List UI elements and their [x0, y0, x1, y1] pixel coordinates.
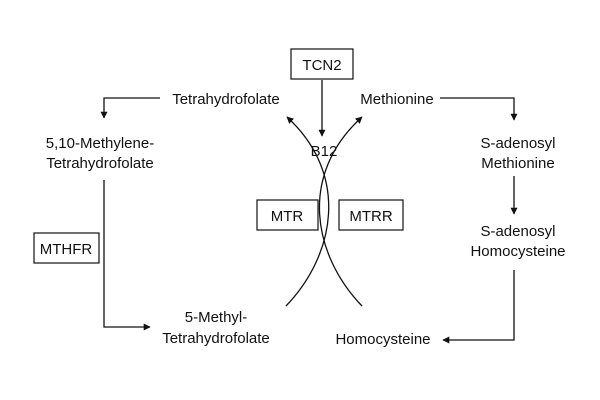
methyl-thf-label-line1: 5-Methyl- [185, 309, 248, 326]
sah-label-line1: S-adenosyl [480, 223, 555, 240]
sam-label-line1: S-adenosyl [480, 135, 555, 152]
mtr-label: MTR [271, 208, 304, 225]
thf-to-methylene-arrow [100, 97, 160, 119]
methionine-label: Methionine [360, 91, 433, 108]
methyl-thf-to-thf-curve-arrow [285, 116, 330, 307]
methylene-to-methyl-arrow [103, 180, 151, 331]
methyl-thf-label-line2: Tetrahydrofolate [162, 330, 270, 347]
methylene-thf-label-line1: 5,10-Methylene- [46, 135, 154, 152]
mtrr-box: MTRR [338, 199, 404, 231]
tcn2-label: TCN2 [302, 57, 341, 74]
mthfr-box: MTHFR [33, 232, 100, 264]
homocysteine-to-methionine-curve-arrow [318, 116, 363, 307]
tetrahydrofolate-label: Tetrahydrofolate [172, 91, 280, 108]
tcn2-box: TCN2 [290, 48, 354, 80]
mtrr-label: MTRR [349, 208, 392, 225]
homocysteine-label: Homocysteine [335, 331, 430, 348]
methionine-to-sam-arrow [440, 97, 518, 121]
methylene-thf-label-line2: Tetrahydrofolate [46, 155, 154, 172]
mtr-box: MTR [256, 199, 319, 231]
sah-label-line2: Homocysteine [470, 243, 565, 260]
mthfr-label: MTHFR [40, 241, 93, 258]
sam-label-line2: Methionine [481, 155, 554, 172]
sah-to-homocysteine-arrow [442, 270, 515, 344]
